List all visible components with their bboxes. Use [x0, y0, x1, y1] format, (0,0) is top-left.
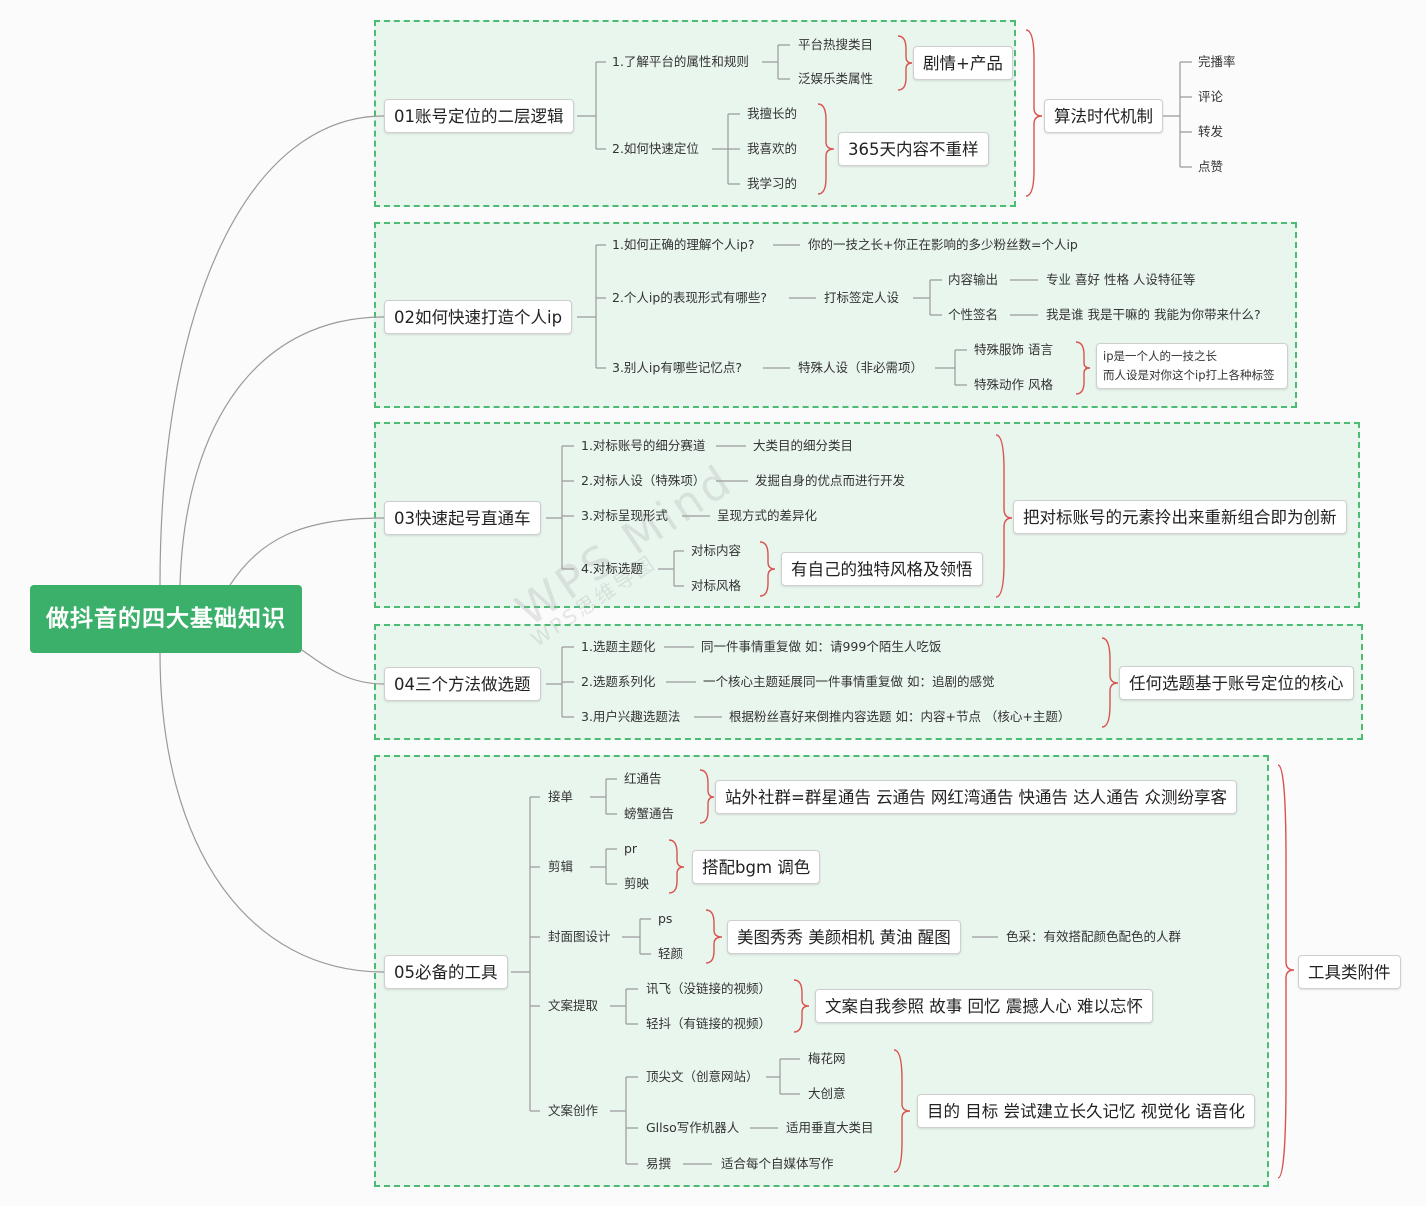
- s3-q1a: 大类目的细分类目: [753, 438, 854, 453]
- s1-q2-summary[interactable]: 365天内容不重样: [838, 132, 989, 166]
- s5-c4: 文案提取: [548, 998, 599, 1013]
- s1-q2b: 我喜欢的: [747, 141, 798, 156]
- s2-q3a: 特殊人设（非必需项）: [798, 360, 924, 375]
- s1-q2a: 我擅长的: [747, 106, 798, 121]
- s4-q3: 3.用户兴趣选题法: [581, 709, 681, 724]
- s1-q2c: 我学习的: [747, 176, 798, 191]
- s4-q2: 2.选题系列化: [581, 674, 656, 689]
- s3-q2: 2.对标人设（特殊项）: [581, 473, 706, 488]
- s5-c1: 接单: [548, 789, 574, 804]
- s5-title-node[interactable]: 05必备的工具: [384, 955, 508, 989]
- s5-c3-note: 色采：有效搭配颜色配色的人群: [1006, 929, 1182, 944]
- s2-q1a: 你的一技之长+你正在影响的多少粉丝数=个人ip: [808, 237, 1078, 252]
- root-node[interactable]: 做抖音的四大基础知识: [30, 585, 302, 653]
- s3-q3a: 呈现方式的差异化: [717, 508, 818, 523]
- s1-q1-summary[interactable]: 剧情+产品: [913, 46, 1013, 80]
- s5-c3a: ps: [658, 911, 673, 926]
- s1-q1a: 平台热搜类目: [798, 37, 874, 52]
- s1-metric-1: 完播率: [1198, 54, 1236, 69]
- s2-q2c1: 我是谁 我是干嘛的 我能为你带来什么?: [1046, 307, 1261, 322]
- s3-q4b: 对标风格: [691, 578, 742, 593]
- s5-c3-summary[interactable]: 美图秀秀 美颜相机 黄油 醒图: [727, 920, 961, 954]
- s2-q3c: 特殊动作 风格: [974, 377, 1053, 392]
- s5-c5b1: 适用垂直大类目: [786, 1120, 874, 1135]
- s5-c2: 剪辑: [548, 859, 574, 874]
- s5-c3: 封面图设计: [548, 929, 611, 944]
- s1-q2: 2.如何快速定位: [612, 141, 699, 156]
- s4-q3a: 根据粉丝喜好来倒推内容选题 如：内容+节点 （核心+主题）: [729, 709, 1071, 724]
- s2-q2b: 内容输出: [948, 272, 999, 287]
- s2-note-line-1: ip是一个人的一技之长: [1103, 349, 1217, 363]
- s1-metric-4: 点赞: [1198, 159, 1224, 174]
- s5-c4b: 轻抖（有链接的视频）: [646, 1016, 772, 1031]
- s3-q4a: 对标内容: [691, 543, 742, 558]
- s3-summary-node[interactable]: 把对标账号的元素拎出来重新组合即为创新: [1013, 500, 1347, 534]
- s5-c2b: 剪映: [624, 876, 650, 891]
- s5-c5a1: 梅花网: [808, 1051, 846, 1066]
- s5-c5c1: 适合每个自媒体写作: [721, 1156, 834, 1171]
- s1-title-node[interactable]: 01账号定位的二层逻辑: [384, 99, 574, 133]
- s5-c1a: 红通告: [624, 771, 662, 786]
- s3-q1: 1.对标账号的细分赛道: [581, 438, 706, 453]
- s3-q3: 3.对标呈现形式: [581, 508, 668, 523]
- s5-c3b: 轻颜: [658, 946, 684, 961]
- s2-note-box[interactable]: ip是一个人的一技之长 而人设是对你这个ip打上各种标签: [1096, 343, 1288, 389]
- s2-q2b1: 专业 喜好 性格 人设特征等: [1046, 272, 1196, 287]
- s2-q3: 3.别人ip有哪些记忆点?: [612, 360, 742, 375]
- s4-q1a: 同一件事情重复做 如：请999个陌生人吃饭: [701, 639, 942, 654]
- s5-c1b: 螃蟹通告: [624, 806, 675, 821]
- s3-q4-summary[interactable]: 有自己的独特风格及领悟: [781, 552, 983, 586]
- s2-q2: 2.个人ip的表现形式有哪些?: [612, 290, 767, 305]
- s2-note-line-2: 而人设是对你这个ip打上各种标签: [1103, 368, 1275, 382]
- s5-c5a: 顶尖文（创意网站）: [646, 1069, 759, 1084]
- s5-c2a: pr: [624, 841, 638, 856]
- s3-title-node[interactable]: 03快速起号直通车: [384, 501, 541, 535]
- s2-q1: 1.如何正确的理解个人ip?: [612, 237, 755, 252]
- s3-q2a: 发掘自身的优点而进行开发: [755, 473, 906, 488]
- s5-c4-summary[interactable]: 文案自我参照 故事 回忆 震撼人心 难以忘怀: [815, 989, 1153, 1023]
- s1-q1b: 泛娱乐类属性: [798, 71, 874, 86]
- s1-q1: 1.了解平台的属性和规则: [612, 54, 749, 69]
- s2-q2a: 打标签定人设: [824, 290, 900, 305]
- s1-algo-node[interactable]: 算法时代机制: [1044, 99, 1163, 133]
- s1-metric-2: 评论: [1198, 89, 1224, 104]
- s2-q2c: 个性签名: [948, 307, 999, 322]
- s5-c5-summary[interactable]: 目的 目标 尝试建立长久记忆 视觉化 语音化: [917, 1094, 1255, 1128]
- s3-q4: 4.对标选题: [581, 561, 643, 576]
- s2-q3b: 特殊服饰 语言: [974, 342, 1053, 357]
- s4-q2a: 一个核心主题延展同一件事情重复做 如：追剧的感觉: [703, 674, 995, 689]
- s5-c4a: 讯飞（没链接的视频）: [646, 981, 772, 996]
- s5-c5: 文案创作: [548, 1103, 599, 1118]
- s4-summary-node[interactable]: 任何选题基于账号定位的核心: [1119, 666, 1354, 700]
- s5-summary-node[interactable]: 工具类附件: [1298, 955, 1401, 989]
- s4-q1: 1.选题主题化: [581, 639, 656, 654]
- s2-title-node[interactable]: 02如何快速打造个人ip: [384, 300, 573, 334]
- s5-c2-summary[interactable]: 搭配bgm 调色: [692, 850, 821, 884]
- s5-c5c: 易撰: [646, 1156, 672, 1171]
- s5-c1-summary[interactable]: 站外社群=群星通告 云通告 网红湾通告 快通告 达人通告 众测纷享客: [715, 780, 1238, 814]
- s5-c5b: Gllso写作机器人: [646, 1120, 740, 1135]
- s5-c5a2: 大创意: [808, 1086, 846, 1101]
- s1-metric-3: 转发: [1198, 124, 1224, 139]
- s4-title-node[interactable]: 04三个方法做选题: [384, 667, 541, 701]
